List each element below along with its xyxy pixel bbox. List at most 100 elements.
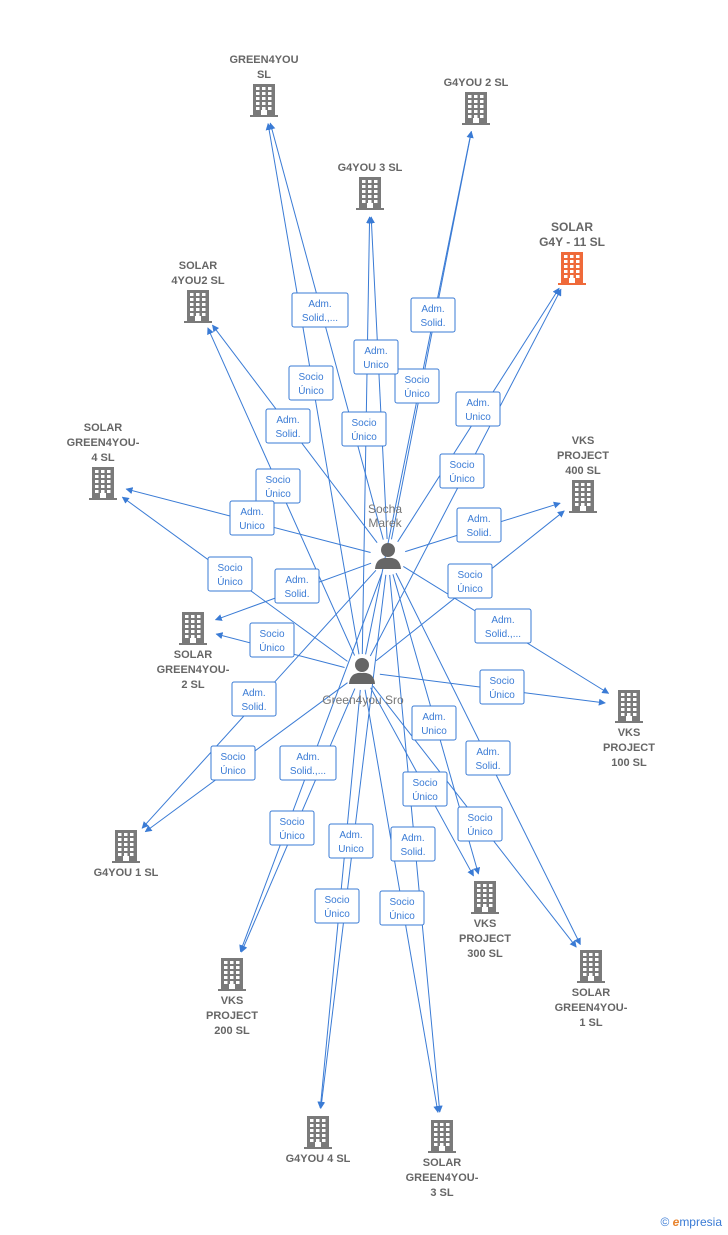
edge-label-socha-solar_g4you4[interactable]: Adm.Unico [229, 500, 275, 536]
edge-label-socha-g4you3[interactable]: Adm.Unico [353, 339, 399, 375]
edge-label-socha-solar_g4you2[interactable]: Adm. Solid. [274, 568, 320, 604]
edge-label-line: Socio [467, 813, 492, 824]
edge-label-socha-g4you1[interactable]: Adm.Solid. [231, 681, 277, 717]
edge-label-line: Unico [338, 844, 364, 855]
edge-label-line: Solid. [420, 318, 445, 329]
brand-name: mpresia [679, 1215, 722, 1229]
company-label-line: SOLAR [174, 649, 213, 661]
company-label-line: 200 SL [214, 1025, 250, 1037]
edge-label-socha-solar_g4y11[interactable]: Adm.Unico [455, 391, 501, 427]
edge-label-socha-g4you4[interactable]: Adm.Unico [328, 823, 374, 859]
edge-label-line: Socio [457, 570, 482, 581]
edge-label-socha-vks100[interactable]: Adm.Solid.,... [474, 608, 532, 644]
empresia-brand[interactable]: © empresia [660, 1215, 722, 1229]
company-label-line: 400 SL [565, 465, 601, 477]
edge-label-line: Socio [404, 375, 429, 386]
company-label-line: SOLAR [84, 422, 123, 434]
building-icon [184, 290, 212, 323]
person-green[interactable]: Green4you Sro [322, 658, 404, 707]
edge-label-line: Solid. [241, 702, 266, 713]
edge-label-socha-solar_4you2[interactable]: Adm.Solid. [265, 408, 311, 444]
company-label-line: PROJECT [603, 742, 655, 754]
company-label-line: VKS [572, 435, 595, 447]
edge-label-socha-g4you2[interactable]: Adm. Solid. [410, 297, 456, 333]
person-label-line: Marek [368, 516, 402, 530]
edge-label-socha-green4you_sl[interactable]: Adm.Solid.,... [291, 292, 349, 328]
edge-label-line: Adm. [476, 747, 499, 758]
person-icon [349, 658, 375, 684]
building-icon [577, 950, 605, 983]
edge-label-line: Adm. [466, 398, 489, 409]
edge-label-line: Solid.,... [485, 629, 521, 640]
edge-label-line: Adm. [401, 833, 424, 844]
company-label-line: 4YOU2 SL [171, 275, 224, 287]
edge-label-line: Solid.,... [290, 766, 326, 777]
edge-label-line: Socio [220, 752, 245, 763]
edge-label-line: Adm. [467, 514, 490, 525]
edge-label-line: Único [324, 907, 350, 920]
edge-label-line: Adm. [285, 575, 308, 586]
building-icon [89, 467, 117, 500]
building-icon [218, 958, 246, 991]
edge-label-line: Adm. [421, 304, 444, 315]
edge-label-socha-vks200[interactable]: Adm.Solid.,... [279, 745, 337, 781]
edge-label-line: Solid. [275, 429, 300, 440]
company-g4you2[interactable]: G4YOU 2 SL [444, 77, 509, 125]
company-label-line: G4Y - 11 SL [539, 235, 605, 249]
company-g4you3[interactable]: G4YOU 3 SL [338, 162, 403, 210]
person-label-line: Socha [368, 502, 402, 516]
edge-label-socha-vks300[interactable]: Adm.Unico [411, 705, 457, 741]
edge-label-line: Solid. [284, 589, 309, 600]
edge-labels-layer: Adm.Solid.,...SocioÚnicoAdm.Solid.SocioÚ… [207, 292, 532, 926]
edge-label-line: Socio [217, 563, 242, 574]
edge-label-line: Único [412, 790, 438, 803]
edge-socha-green4you_sl [268, 122, 384, 540]
edge-label-line: Único [351, 430, 377, 443]
edge-label-line: Solid. [400, 847, 425, 858]
company-label-line: PROJECT [557, 450, 609, 462]
edge-label-socha-solar_g4you1[interactable]: Adm.Solid. [465, 740, 511, 776]
edge-label-line: Socio [265, 475, 290, 486]
company-g4you1[interactable]: G4YOU 1 SL [94, 830, 159, 879]
edge-label-line: Adm. [422, 712, 445, 723]
edge-label-socha-vks400[interactable]: Adm.Solid. [456, 507, 502, 543]
edge-label-line: Socio [279, 817, 304, 828]
company-label-line: VKS [221, 995, 244, 1007]
building-icon [615, 690, 643, 723]
edge-label-line: Solid.,... [302, 313, 338, 324]
edge-label-line: Adm. [240, 507, 263, 518]
edge-label-socha-solar_g4you3[interactable]: Adm. Solid. [390, 826, 436, 862]
company-label-line: 1 SL [579, 1017, 603, 1029]
company-g4you4[interactable]: G4YOU 4 SL [286, 1116, 351, 1165]
company-vks400[interactable]: VKS PROJECT 400 SL [557, 435, 609, 513]
brand-initial: e [672, 1215, 680, 1229]
building-icon [112, 830, 140, 863]
